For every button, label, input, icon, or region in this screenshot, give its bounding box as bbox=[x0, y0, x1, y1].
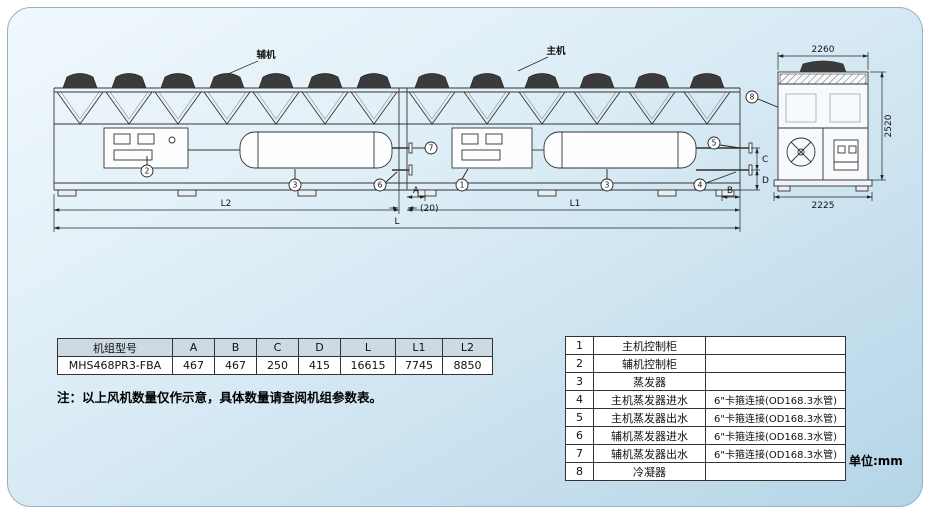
callout-5: 5 bbox=[712, 139, 717, 148]
dim-table-data-row: MHS468PR3-FBA 467 467 250 415 16615 7745… bbox=[57, 356, 493, 375]
legend-name: 主机蒸发器进水 bbox=[593, 390, 706, 409]
callout-3-aux: 3 bbox=[293, 181, 298, 190]
legend-row: 7 辅机蒸发器出水 6"卡箍连接(OD168.3水管) bbox=[565, 444, 846, 463]
legend-no: 3 bbox=[565, 372, 594, 391]
legend-row: 8 冷凝器 bbox=[565, 462, 846, 481]
legend-row: 1 主机控制柜 bbox=[565, 336, 846, 355]
end-view bbox=[773, 60, 873, 192]
legend-spec: 6"卡箍连接(OD168.3水管) bbox=[705, 408, 846, 427]
legend-no: 8 bbox=[565, 462, 594, 481]
legend-name: 蒸发器 bbox=[593, 372, 706, 391]
legend-name: 冷凝器 bbox=[593, 462, 706, 481]
legend-name: 主机控制柜 bbox=[593, 336, 706, 355]
unit-label: 单位:mm bbox=[849, 454, 903, 468]
end-view-dimensions bbox=[773, 52, 886, 201]
dim-label-a: A bbox=[413, 186, 420, 196]
callout-2: 2 bbox=[145, 167, 150, 176]
value-d: 415 bbox=[298, 356, 341, 375]
dim-label-2260: 2260 bbox=[812, 45, 835, 55]
technical-drawing: A (20) L2 L1 B C D L 辅机 主机 2 3 6 7 1 3 4… bbox=[53, 45, 894, 232]
callout-1: 1 bbox=[460, 181, 465, 190]
legend-spec bbox=[705, 336, 846, 355]
main-unit-label: 主机 bbox=[546, 45, 566, 57]
dim-header-a: A bbox=[172, 338, 215, 357]
legend-spec: 6"卡箍连接(OD168.3水管) bbox=[705, 426, 846, 445]
legend-name: 辅机蒸发器进水 bbox=[593, 426, 706, 445]
callout-4: 4 bbox=[698, 181, 703, 190]
dim-label-2520: 2520 bbox=[884, 114, 894, 137]
value-b: 467 bbox=[214, 356, 257, 375]
legend-table: 1 主机控制柜 2 辅机控制柜 3 蒸发器 4 主机蒸发器进水 6"卡箍连接(O… bbox=[565, 336, 846, 481]
model-value: MHS468PR3-FBA bbox=[57, 356, 173, 375]
legend-name: 主机蒸发器出水 bbox=[593, 408, 706, 427]
fan-quantity-note: 注：以上风机数量仅作示意，具体数量请查阅机组参数表。 bbox=[57, 390, 383, 405]
legend-spec bbox=[705, 372, 846, 391]
legend-row: 5 主机蒸发器出水 6"卡箍连接(OD168.3水管) bbox=[565, 408, 846, 427]
dim-header-c: C bbox=[256, 338, 299, 357]
dim-header-d: D bbox=[298, 338, 341, 357]
value-l1: 7745 bbox=[395, 356, 443, 375]
dim-label-b: B bbox=[727, 186, 733, 196]
value-a: 467 bbox=[172, 356, 215, 375]
legend-row: 2 辅机控制柜 bbox=[565, 354, 846, 373]
value-l: 16615 bbox=[340, 356, 396, 375]
legend-row: 3 蒸发器 bbox=[565, 372, 846, 391]
dim-label-c: C bbox=[762, 155, 768, 165]
legend-spec bbox=[705, 462, 846, 481]
value-c: 250 bbox=[256, 356, 299, 375]
elevation-dimensions bbox=[53, 56, 760, 232]
value-l2: 8850 bbox=[442, 356, 493, 375]
legend-spec: 6"卡箍连接(OD168.3水管) bbox=[705, 444, 846, 463]
callout-3-main: 3 bbox=[605, 181, 610, 190]
dim-label-l1: L1 bbox=[570, 199, 581, 209]
dim-label-2225: 2225 bbox=[812, 201, 835, 211]
legend-no: 2 bbox=[565, 354, 594, 373]
legend-no: 6 bbox=[565, 426, 594, 445]
dim-table-header-row: 机组型号 A B C D L L1 L2 bbox=[57, 338, 493, 357]
elevation-view bbox=[53, 73, 753, 197]
callouts bbox=[140, 90, 788, 192]
dim-label-l: L bbox=[394, 217, 399, 227]
legend-name: 辅机控制柜 bbox=[593, 354, 706, 373]
callout-8: 8 bbox=[750, 93, 755, 102]
legend-name: 辅机蒸发器出水 bbox=[593, 444, 706, 463]
legend-row: 4 主机蒸发器进水 6"卡箍连接(OD168.3水管) bbox=[565, 390, 846, 409]
legend-no: 1 bbox=[565, 336, 594, 355]
dim-header-b: B bbox=[214, 338, 257, 357]
dim-header-l1: L1 bbox=[395, 338, 443, 357]
dim-header-l2: L2 bbox=[442, 338, 493, 357]
dim-header-model: 机组型号 bbox=[57, 338, 173, 357]
dim-label-l2: L2 bbox=[221, 199, 232, 209]
aux-unit-label: 辅机 bbox=[256, 49, 276, 61]
dim-label-gap: (20) bbox=[420, 204, 438, 214]
legend-no: 4 bbox=[565, 390, 594, 409]
dim-label-d: D bbox=[762, 176, 769, 186]
legend-no: 5 bbox=[565, 408, 594, 427]
callout-6: 6 bbox=[378, 181, 383, 190]
legend-spec: 6"卡箍连接(OD168.3水管) bbox=[705, 390, 846, 409]
dimension-table: 机组型号 A B C D L L1 L2 MHS468PR3-FBA 467 4… bbox=[57, 338, 493, 375]
dim-header-l: L bbox=[340, 338, 396, 357]
legend-no: 7 bbox=[565, 444, 594, 463]
callout-7: 7 bbox=[429, 144, 434, 153]
legend-spec bbox=[705, 354, 846, 373]
legend-row: 6 辅机蒸发器进水 6"卡箍连接(OD168.3水管) bbox=[565, 426, 846, 445]
